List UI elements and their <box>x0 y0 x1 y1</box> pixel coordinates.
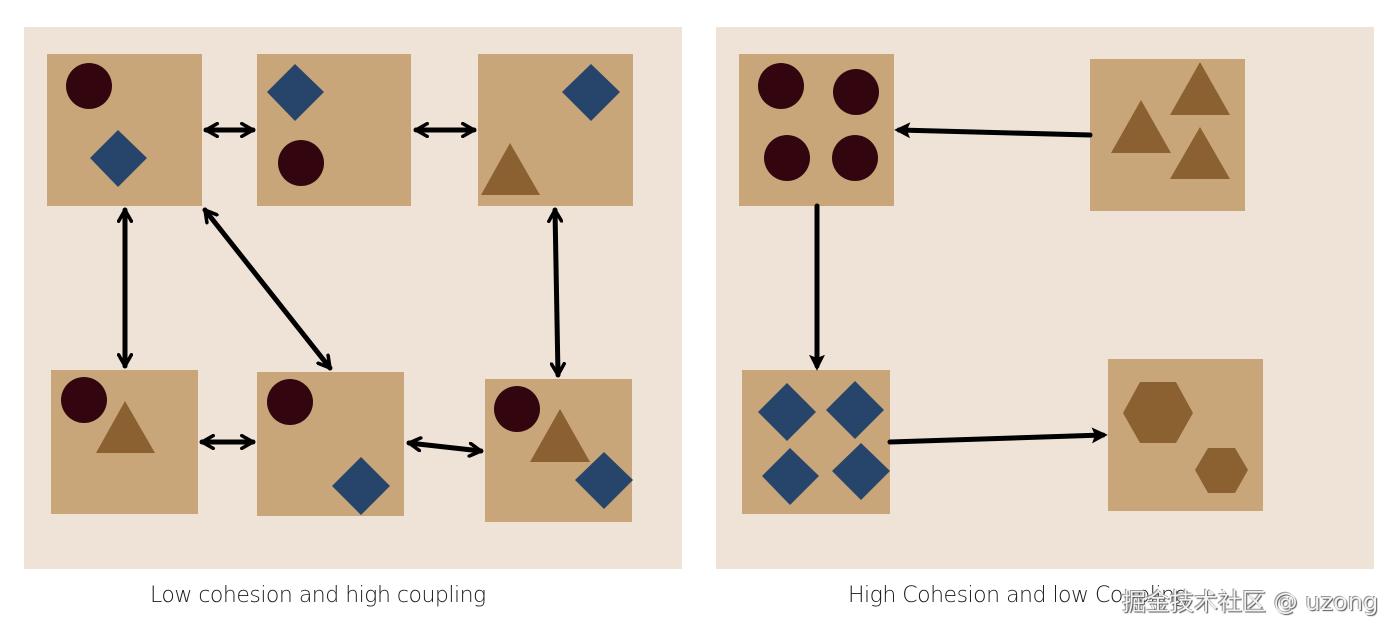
hexagon-shape <box>1195 448 1248 493</box>
circle-shape <box>758 63 804 109</box>
module-top-middle <box>257 54 411 206</box>
circle-shape <box>278 140 324 186</box>
caption-high-cohesion: High Cohesion and low Coupling <box>848 583 1188 608</box>
connection-arrow <box>202 207 333 371</box>
module-hexagons <box>1108 359 1263 511</box>
triangle-shape <box>1170 62 1230 115</box>
diamond-shape <box>90 130 147 187</box>
diamond-shape <box>832 443 890 500</box>
connection-arrow <box>555 207 558 378</box>
connection-arrow <box>894 122 1093 139</box>
triangle-shape <box>1111 100 1171 153</box>
module-bottom-left <box>51 370 198 514</box>
module-circles <box>739 54 894 206</box>
circle-shape <box>61 377 107 423</box>
diamond-shape <box>575 452 633 509</box>
connection-arrow <box>406 443 484 451</box>
triangle-shape <box>1170 127 1230 179</box>
module-bottom-middle <box>257 372 404 516</box>
diamond-shape <box>267 64 324 121</box>
circle-shape <box>764 135 810 181</box>
module-top-right <box>478 54 633 206</box>
triangle-shape <box>481 143 540 195</box>
diamond-shape <box>562 64 620 121</box>
circle-shape <box>66 63 112 109</box>
triangle-shape <box>530 409 590 462</box>
circle-shape <box>494 386 540 432</box>
connection-arrow <box>887 427 1108 445</box>
caption-low-cohesion: Low cohesion and high coupling <box>150 583 486 608</box>
diamond-shape <box>762 448 819 505</box>
module-bottom-right <box>485 379 633 522</box>
module-top-left <box>47 54 202 206</box>
module-diamonds <box>742 370 890 514</box>
module-triangles <box>1090 59 1245 211</box>
circle-shape <box>833 69 879 115</box>
diamond-shape <box>758 383 816 441</box>
diamond-shape <box>332 457 390 515</box>
circle-shape <box>832 135 878 181</box>
circle-shape <box>267 379 313 425</box>
watermark: 掘金技术社区 @ uzong <box>1122 588 1379 616</box>
diamond-shape <box>826 381 884 439</box>
triangle-shape <box>96 401 155 453</box>
hexagon-shape <box>1123 382 1193 443</box>
